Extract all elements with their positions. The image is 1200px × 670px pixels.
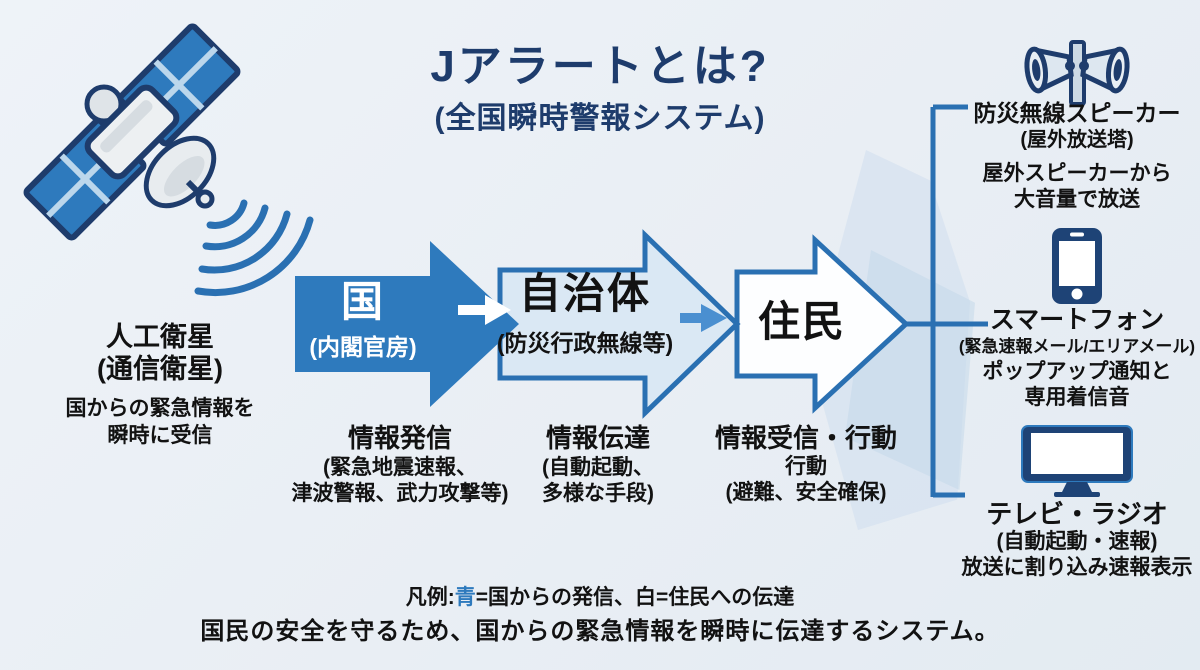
output-1-desc-line1: 屋外スピーカーから (982, 162, 1172, 185)
legend-prefix: 凡例: (405, 586, 455, 609)
smartphone-icon (1049, 226, 1105, 306)
stage-2-line1: (自動起動、 (542, 456, 654, 479)
stage-2-title: 情報伝達 (545, 423, 651, 453)
flow-country-label: 国 (340, 278, 386, 325)
output-2-subtitle: (緊急速報メール/エリアメール) (958, 337, 1196, 356)
satellite-sublabel: (通信衛星) (97, 354, 223, 384)
output-2-desc-line1: ポップアップ通知と (982, 360, 1172, 383)
page-subtitle: (全国瞬時警報システム) (434, 102, 766, 135)
legend-white-term: 白 (635, 586, 656, 609)
small-blue-arrow-icon (680, 304, 727, 332)
flow-arrow-municipality (497, 229, 741, 419)
output-3-title: テレビ・ラジオ (986, 499, 1168, 529)
output-2-desc-line2: 専用着信音 (1024, 386, 1130, 409)
flow-country-sublabel: (内閣官房) (309, 334, 417, 360)
output-1-subtitle: (屋外放送塔) (1020, 129, 1134, 151)
legend: 凡例:青=国からの発信、白=住民への伝達 (406, 586, 795, 610)
stage-3-title: 情報受信・行動 (714, 423, 898, 453)
output-1-desc-line2: 大音量で放送 (1014, 188, 1140, 211)
satellite-label: 人工衛星 (106, 322, 214, 352)
output-3-desc-line1: 放送に割り込み速報表示 (961, 556, 1193, 579)
stage-3-line2: (避難、安全確保) (725, 481, 887, 504)
page-title: Jアラートとは? (430, 42, 770, 91)
footer-caption: 国民の安全を守るため、国からの緊急情報を瞬時に伝達するシステム。 (200, 618, 1000, 645)
flow-residents-label: 住民 (757, 298, 847, 345)
output-1-title: 防災無線スピーカー (973, 100, 1181, 126)
radio-waves-icon (194, 199, 314, 297)
stage-3-line1: 行動 (785, 455, 827, 478)
output-2-title: スマートフォン (989, 306, 1165, 334)
output-3-subtitle: (自動起動・速報) (996, 530, 1158, 553)
small-white-arrow-icon (458, 295, 511, 325)
legend-white-desc: =住民への伝達 (656, 586, 795, 609)
flow-arrow-residents (734, 234, 910, 414)
satellite-desc-line1: 国からの緊急情報を (65, 397, 255, 420)
loudspeaker-icon (1013, 36, 1141, 106)
legend-blue-term: 青 (454, 586, 476, 609)
output-connector-lines (902, 104, 988, 498)
stage-1-title: 情報発信 (347, 423, 453, 453)
satellite-desc-line2: 瞬時に受信 (107, 424, 213, 447)
legend-blue-desc: =国からの発信、 (475, 586, 635, 609)
flow-municipality-sublabel: (防災行政無線等) (496, 330, 674, 356)
tv-icon (1020, 424, 1134, 498)
stage-1-line1: (緊急地震速報、 (323, 456, 477, 479)
flow-arrow-country (295, 241, 519, 407)
flow-municipality-label: 自治体 (518, 270, 652, 317)
stage-1-line2: 津波警報、武力攻撃等) (291, 482, 509, 505)
satellite-icon (23, 23, 241, 241)
stage-2-line2: 多様な手段) (542, 482, 654, 505)
